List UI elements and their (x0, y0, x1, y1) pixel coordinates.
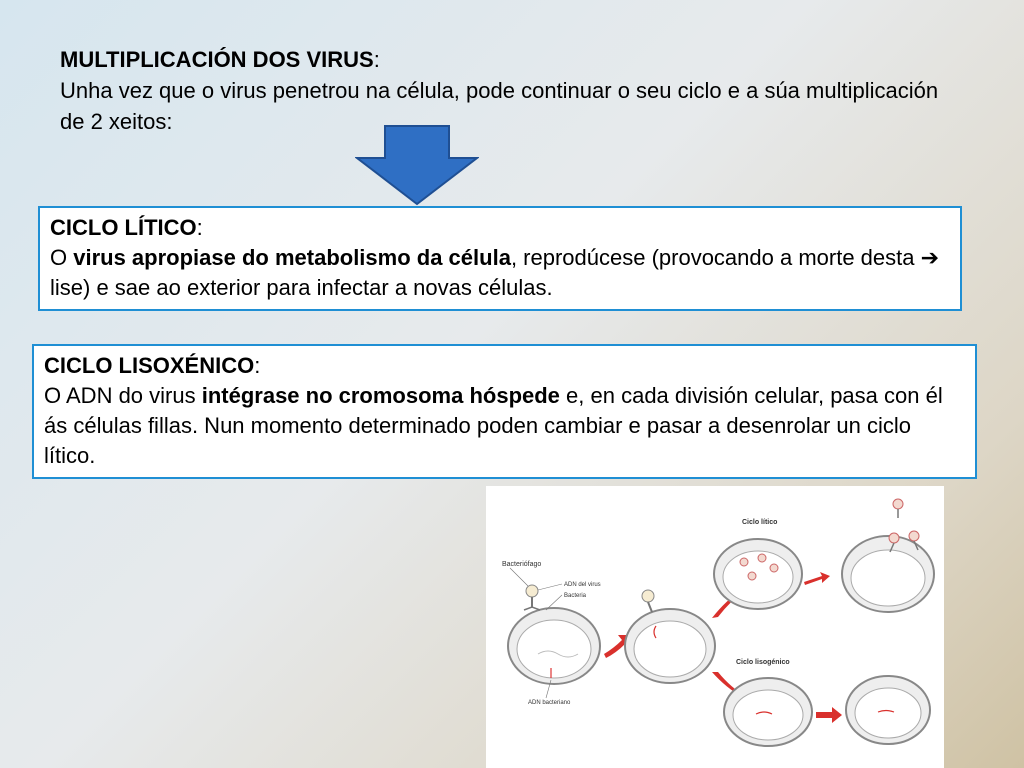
ciclo-lisoxenico-text-post: e, en cada división celular, pasa con él… (44, 383, 943, 468)
label-ciclo-lisogenico: Ciclo lisogénico (736, 659, 790, 666)
ciclo-litico-heading: CICLO LÍTICO: (50, 213, 950, 243)
label-bacteria: Bacteria (564, 593, 587, 599)
ciclo-litico-text-pre: O (50, 245, 74, 270)
intro-text: Unha vez que o virus penetrou na célula,… (60, 78, 939, 134)
ciclo-litico-text: O virus apropiase do metabolismo da célu… (50, 243, 950, 303)
pointer-adn-virus (537, 583, 563, 591)
label-bacteriofago: Bacteriófago (502, 561, 541, 568)
down-arrow-icon (354, 124, 480, 211)
label-adn-virus: ADN del virus (564, 582, 601, 588)
daughter-bacterium-icon (845, 675, 931, 745)
ciclo-lisoxenico-heading: CICLO LISOXÉNICO: (44, 351, 965, 381)
ciclo-lisoxenico-text-bold: intégrase no cromosoma hóspede (201, 383, 560, 408)
ciclo-litico-heading-colon: : (196, 215, 203, 240)
label-ciclo-litico: Ciclo lítico (742, 519, 777, 526)
ciclo-lisoxenico-box: CICLO LISOXÉNICO: O ADN do virus intégra… (32, 344, 977, 479)
intro-heading-text: MULTIPLICACIÓN DOS VIRUS (60, 47, 374, 72)
ciclo-litico-heading-text: CICLO LÍTICO (50, 215, 197, 240)
pointer-bacteria (545, 594, 563, 611)
lysed-bacterium-icon (841, 498, 935, 613)
ciclo-lisoxenico-heading-colon: : (254, 353, 261, 378)
ciclo-litico-text-bold: virus apropiase do metabolismo da célula (73, 245, 511, 270)
intro-heading-colon: : (373, 47, 380, 72)
flow-arrow-icon (816, 707, 842, 723)
ciclo-lisoxenico-text: O ADN do virus intégrase no cromosoma hó… (44, 381, 965, 471)
infected-bacterium-icon (624, 589, 716, 684)
lytic-bacterium-icon (713, 538, 803, 610)
ciclo-lisoxenico-text-pre: O ADN do virus (44, 383, 202, 408)
ciclo-lisoxenico-heading-text: CICLO LISOXÉNICO (44, 353, 255, 378)
label-adn-bacteriano: ADN bacteriano (528, 700, 571, 706)
ciclo-litico-box: CICLO LÍTICO: O virus apropiase do metab… (38, 206, 962, 311)
pointer-bacteriofago (509, 567, 529, 587)
pointer-adn-bacteriano (545, 679, 552, 699)
initial-bacterium-icon (507, 584, 601, 685)
intro-block: MULTIPLICACIÓN DOS VIRUS: Unha vez que o… (60, 44, 960, 137)
ciclo-litico-text-mid: , reprodúcese (provocando a morte desta (510, 245, 921, 270)
flow-arrow-icon (804, 572, 830, 585)
right-arrow-icon: ➔ (920, 245, 940, 270)
ciclo-litico-text-post: lise) e sae ao exterior para infectar a … (50, 275, 553, 300)
flow-arrow-icon (604, 635, 630, 658)
virus-cycle-figure: Bacteriófago ADN del virus Bacteria ADN … (486, 486, 944, 768)
intro-heading: MULTIPLICACIÓN DOS VIRUS: (60, 44, 960, 75)
lysogenic-bacterium-icon (723, 677, 813, 747)
